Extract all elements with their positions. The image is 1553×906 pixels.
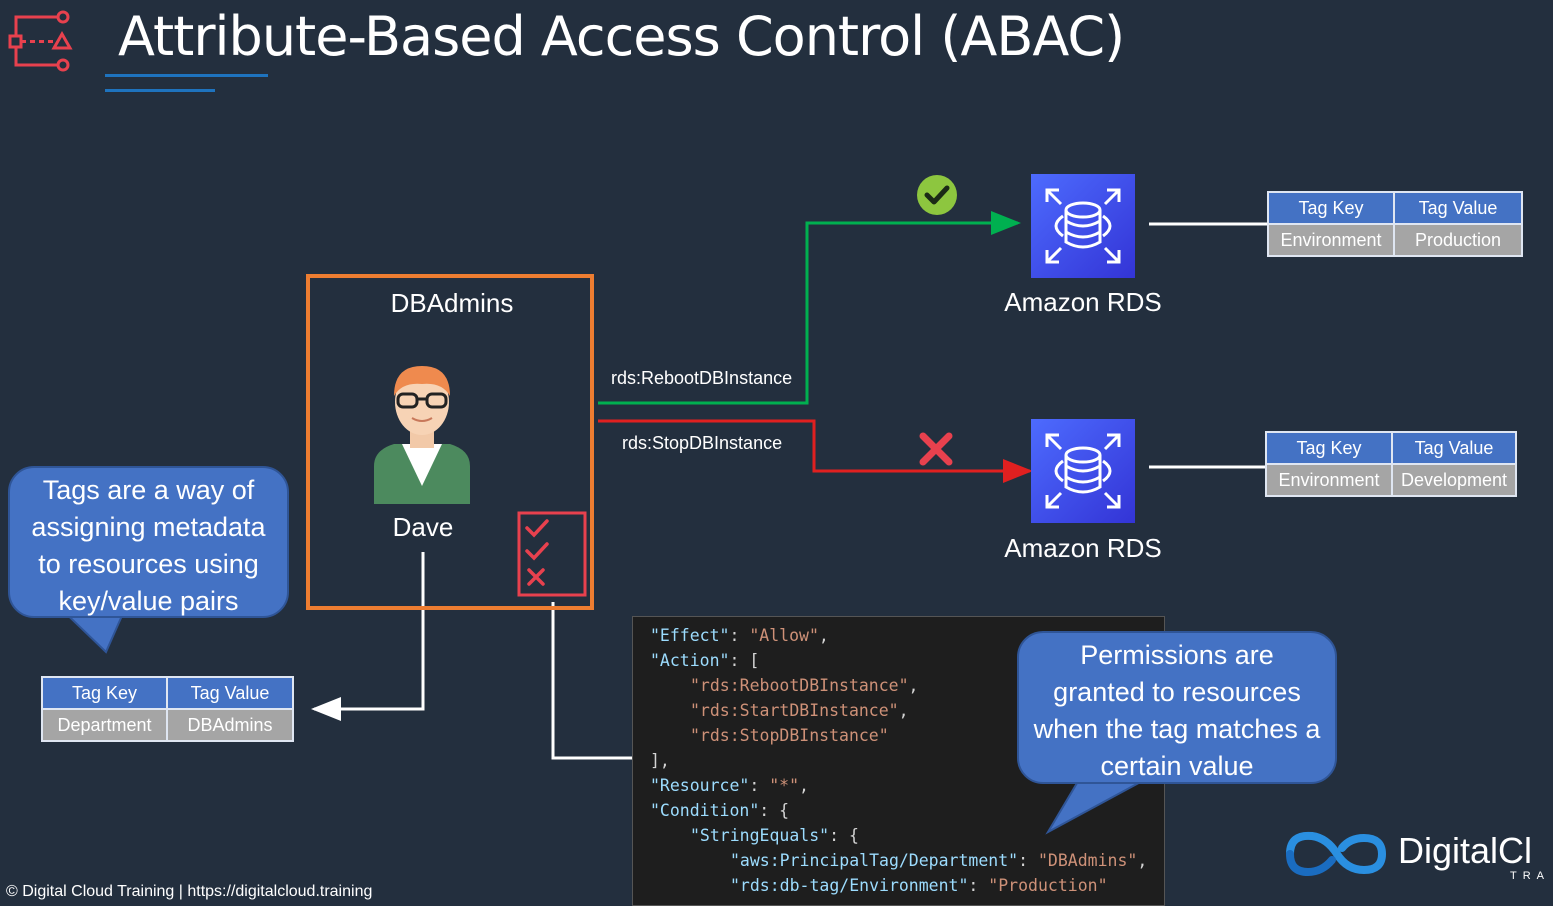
brand-name: DigitalCl xyxy=(1398,830,1533,871)
allow-arrow xyxy=(598,211,1021,405)
policy-token: "rds:StartDBInstance" xyxy=(690,701,899,720)
workflow-icon xyxy=(8,10,73,72)
policy-token: "StringEquals" xyxy=(690,826,830,845)
tag-value-header: Tag Value xyxy=(1393,191,1523,225)
permissions-callout-tail xyxy=(1045,777,1149,835)
policy-token: "Allow" xyxy=(749,626,819,645)
rds-production-label: Amazon RDS xyxy=(1004,287,1162,317)
deny-arrow xyxy=(598,419,1033,483)
policy-token: "aws:PrincipalTag/Department" xyxy=(730,851,1019,870)
digital-cloud-logo-icon xyxy=(1286,831,1387,877)
tag-value-cell: DBAdmins xyxy=(166,708,294,742)
page-title: Attribute-Based Access Control (ABAC) xyxy=(118,5,1125,68)
title-underline xyxy=(105,74,268,77)
policy-token: "DBAdmins" xyxy=(1037,851,1138,870)
permissions-callout: Permissions are granted to resources whe… xyxy=(1017,631,1337,784)
rds-development-label: Amazon RDS xyxy=(1004,533,1162,563)
tag-key-cell: Environment xyxy=(1267,223,1395,257)
policy-token: "Condition" xyxy=(650,801,760,820)
tag-value-cell: Development xyxy=(1391,463,1517,497)
policy-link xyxy=(551,602,633,760)
tag-key-header: Tag Key xyxy=(1267,191,1395,225)
tag-value-cell: Production xyxy=(1393,223,1523,257)
policy-token: "Action" xyxy=(650,651,730,670)
policy-token: "Resource" xyxy=(650,776,750,795)
brand-subtitle: TRA xyxy=(1510,870,1550,882)
tag-value-header: Tag Value xyxy=(1391,431,1517,465)
policy-token: "*" xyxy=(769,776,800,795)
tag-value-header: Tag Value xyxy=(166,676,294,710)
group-name: DBAdmins xyxy=(390,288,514,318)
policy-token: "rds:db-tag/Environment" xyxy=(730,876,969,895)
policy-token: "rds:StopDBInstance" xyxy=(690,726,889,745)
policy-token: "rds:RebootDBInstance" xyxy=(690,676,909,695)
user-tag-arrow xyxy=(311,552,425,721)
dbadmins-group xyxy=(306,274,594,610)
user-name: Dave xyxy=(392,512,454,542)
tag-key-header: Tag Key xyxy=(41,676,168,710)
rds-development-icon xyxy=(1031,419,1135,523)
tag-key-cell: Department xyxy=(41,708,168,742)
rds-production-icon xyxy=(1031,174,1135,278)
policy-token: "Effect" xyxy=(650,626,730,645)
tag-key-header: Tag Key xyxy=(1265,431,1393,465)
title-underline-short xyxy=(105,89,215,92)
allowed-check-icon xyxy=(917,175,957,215)
stop-action-label: rds:StopDBInstance xyxy=(622,433,783,453)
footer-copyright: © Digital Cloud Training | https://digit… xyxy=(6,883,373,900)
policy-checklist-icon xyxy=(517,511,587,597)
user-avatar-icon xyxy=(374,366,470,504)
policy-token: "Production" xyxy=(988,876,1108,895)
reboot-action-label: rds:RebootDBInstance xyxy=(611,368,793,388)
tags-callout: Tags are a way of assigning metadata to … xyxy=(8,466,289,618)
tag-key-cell: Environment xyxy=(1265,463,1393,497)
denied-cross-icon xyxy=(919,432,953,466)
